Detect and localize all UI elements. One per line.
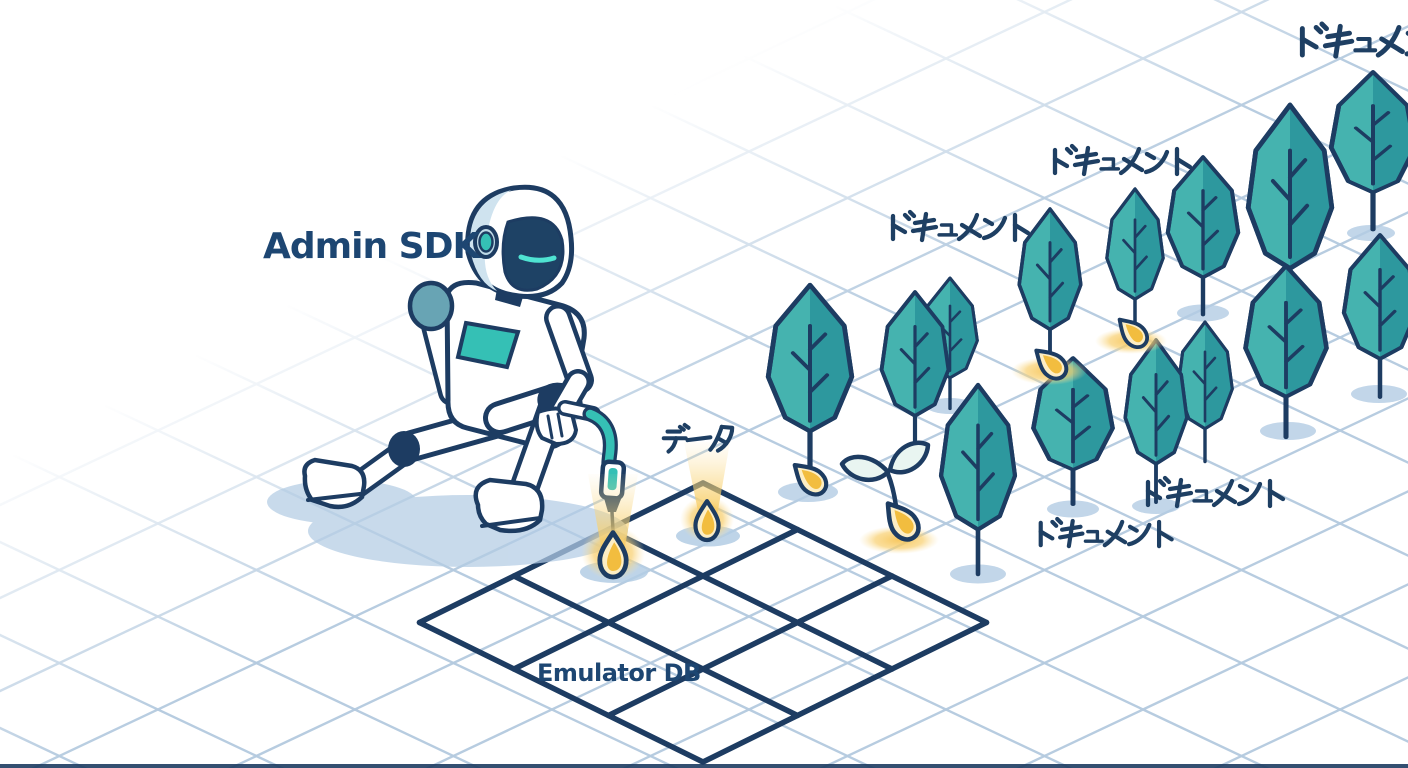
emulator-db-label: Emulator DB bbox=[537, 659, 701, 687]
document-label-1 bbox=[890, 209, 1031, 243]
admin-sdk-label: Admin SDK bbox=[263, 226, 481, 267]
document-label-5 bbox=[1299, 21, 1408, 59]
bottom-border bbox=[0, 764, 1408, 768]
chest-panel bbox=[455, 320, 521, 370]
planted-seeds bbox=[580, 442, 740, 583]
document-label-2 bbox=[1052, 143, 1193, 177]
emulator-db-grid bbox=[416, 480, 990, 765]
sprout-leaf bbox=[887, 440, 931, 475]
visor bbox=[501, 216, 565, 292]
knee-pad bbox=[388, 431, 420, 467]
base-seeds bbox=[787, 310, 1167, 499]
shoulder-joint bbox=[407, 280, 455, 332]
sprout bbox=[839, 440, 939, 554]
helmet-shading bbox=[469, 190, 512, 291]
visor-smile bbox=[518, 254, 557, 263]
robot-head bbox=[465, 184, 575, 307]
document-label-4 bbox=[1038, 516, 1174, 549]
sprout-leaf bbox=[839, 454, 891, 483]
light-beam bbox=[684, 442, 730, 516]
document-label-3 bbox=[1145, 475, 1286, 509]
data-label bbox=[661, 422, 735, 454]
